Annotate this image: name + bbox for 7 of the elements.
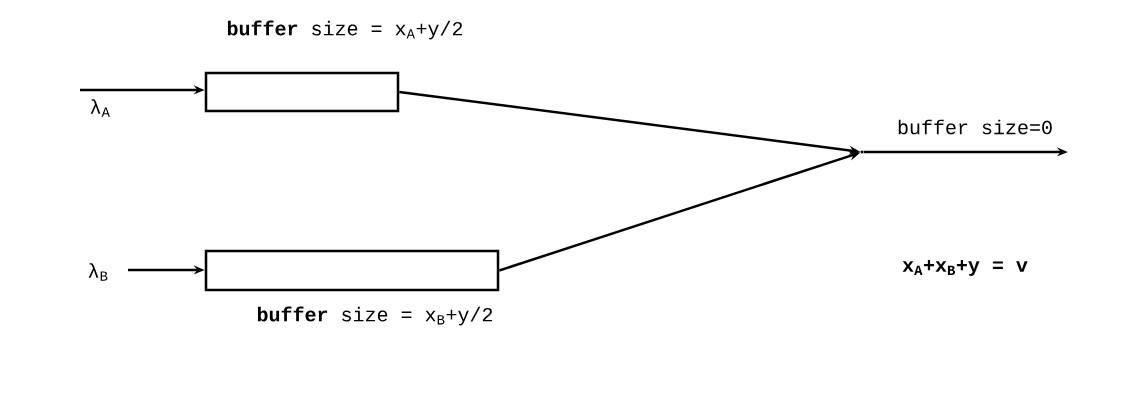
edge-label: buffer size=0 bbox=[896, 118, 1054, 136]
rate-label: λ$_{B}$ bbox=[88, 263, 108, 281]
junction-point bbox=[860, 150, 864, 154]
buffer-label: buffer size = x$_{B}$+y/2 bbox=[257, 306, 493, 326]
buffer-label: buffer size = x$_{A}$+y/2 bbox=[227, 20, 463, 40]
rate-label: λ$_{A}$ bbox=[90, 99, 110, 117]
constraint-label: x$_{A}$+x$_{B}$+y = v bbox=[902, 260, 1028, 276]
